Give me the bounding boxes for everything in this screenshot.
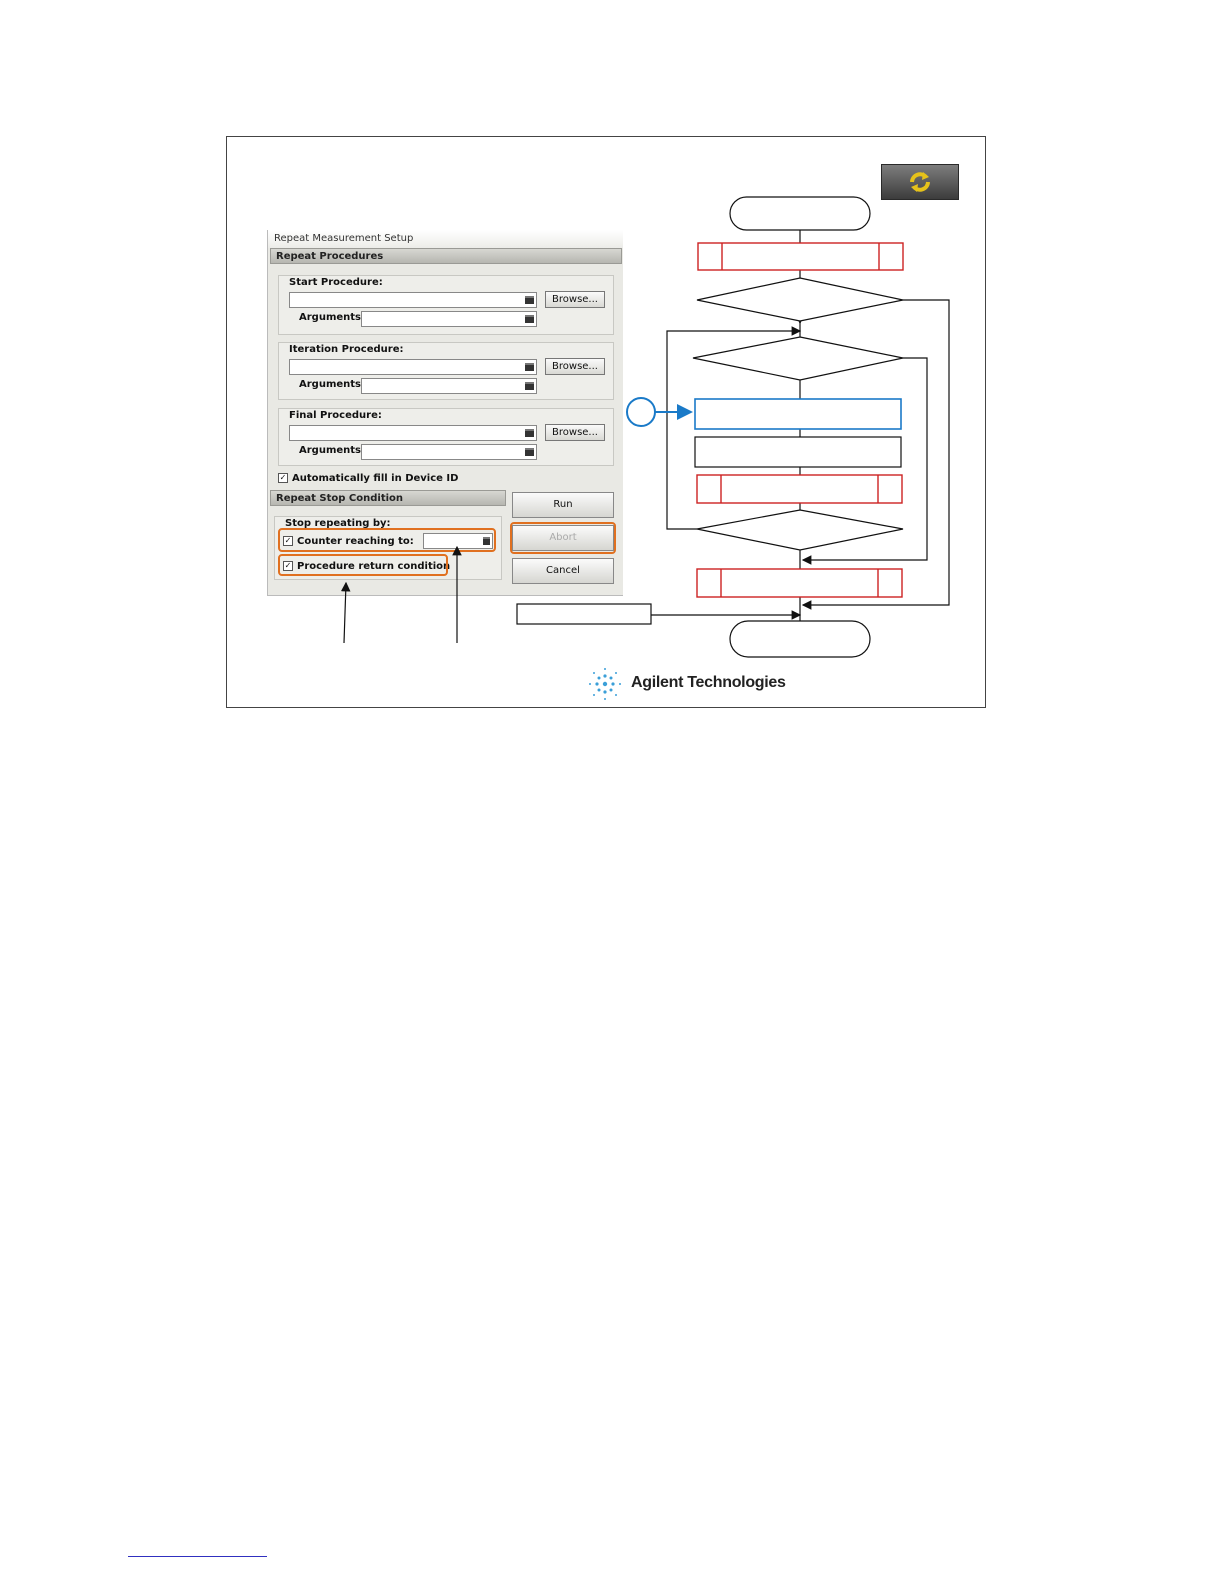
final-procedure-label: Final Procedure:	[287, 410, 384, 421]
procedure-return-callout-arrow	[340, 581, 351, 644]
dropdown-icon[interactable]	[525, 448, 534, 456]
final-arguments-field[interactable]	[361, 444, 537, 460]
start-arguments-field[interactable]	[361, 311, 537, 327]
final-procedure-process	[696, 568, 903, 598]
callout-arrows	[340, 545, 462, 644]
start-procedure-group: Start Procedure: Browse... Arguments:	[278, 275, 614, 335]
iteration-arguments-field[interactable]	[361, 378, 537, 394]
stop-repeating-group: Stop repeating by: ✓ Counter reaching to:…	[274, 516, 502, 580]
run-button[interactable]: Run	[512, 492, 614, 518]
agilent-logo-text: Agilent Technologies	[631, 674, 786, 691]
iteration-browse-button[interactable]: Browse...	[545, 358, 605, 375]
repeat-arrows-icon	[881, 164, 959, 200]
repeat-procedures-header: Repeat Procedures	[270, 248, 622, 264]
auto-fill-label: Automatically fill in Device ID	[292, 473, 459, 484]
checkbox-check-icon[interactable]: ✓	[283, 561, 293, 571]
cancel-button[interactable]: Cancel	[512, 558, 614, 584]
dropdown-icon[interactable]	[525, 296, 534, 304]
end-terminator	[729, 620, 871, 658]
final-arguments-label: Arguments:	[299, 445, 366, 456]
start-procedure-process	[697, 242, 904, 271]
repeat-flowchart	[516, 196, 950, 658]
decision-3	[696, 509, 904, 551]
checkbox-check-icon[interactable]: ✓	[278, 473, 288, 483]
abort-highlight	[510, 522, 616, 554]
dropdown-icon[interactable]	[525, 429, 534, 437]
iteration-procedure-process	[696, 474, 903, 504]
repeat-measurement-setup-dialog: Repeat Measurement Setup Repeat Procedur…	[267, 230, 623, 596]
iteration-arguments-label: Arguments:	[299, 379, 366, 390]
final-procedure-group: Final Procedure: Browse... Arguments:	[278, 408, 614, 466]
final-procedure-field[interactable]	[289, 425, 537, 441]
iteration-procedure-field[interactable]	[289, 359, 537, 375]
start-procedure-field[interactable]	[289, 292, 537, 308]
checkbox-check-icon[interactable]: ✓	[283, 536, 293, 546]
counter-highlight	[278, 528, 496, 552]
figure-frame: Repeat Measurement Setup Repeat Procedur…	[226, 136, 986, 708]
start-terminator	[729, 196, 871, 231]
stop-repeating-label: Stop repeating by:	[283, 518, 393, 529]
dropdown-icon[interactable]	[525, 315, 534, 323]
dropdown-icon[interactable]	[525, 382, 534, 390]
start-browse-button[interactable]: Browse...	[545, 291, 605, 308]
agilent-spark-icon	[589, 668, 621, 700]
counter-reaching-label: Counter reaching to:	[297, 536, 414, 547]
step-marker-circle	[626, 397, 656, 427]
spinner-icon[interactable]	[483, 537, 490, 545]
procedure-return-highlight	[278, 554, 448, 576]
agilent-logo: Agilent Technologies	[585, 664, 786, 704]
procedure-return-checkbox[interactable]: ✓ Procedure return condition	[283, 561, 450, 572]
footer-rule	[128, 1556, 267, 1557]
repeat-stop-condition-header: Repeat Stop Condition	[270, 490, 506, 506]
decision-1	[696, 277, 904, 322]
iteration-procedure-label: Iteration Procedure:	[287, 344, 406, 355]
plain-process	[694, 436, 902, 468]
side-note-box	[516, 603, 652, 625]
final-browse-button[interactable]: Browse...	[545, 424, 605, 441]
decision-2	[692, 336, 904, 381]
auto-fill-device-id-checkbox[interactable]: ✓ Automatically fill in Device ID	[278, 473, 458, 484]
abort-button[interactable]: Abort	[512, 525, 614, 551]
iteration-procedure-group: Iteration Procedure: Browse... Arguments…	[278, 342, 614, 400]
start-arguments-label: Arguments:	[299, 312, 366, 323]
counter-reaching-checkbox[interactable]: ✓ Counter reaching to:	[283, 536, 414, 547]
measurement-process	[694, 398, 902, 430]
procedure-return-label: Procedure return condition	[297, 561, 451, 572]
dialog-title: Repeat Measurement Setup	[268, 230, 623, 248]
start-procedure-label: Start Procedure:	[287, 277, 385, 288]
dropdown-icon[interactable]	[525, 363, 534, 371]
